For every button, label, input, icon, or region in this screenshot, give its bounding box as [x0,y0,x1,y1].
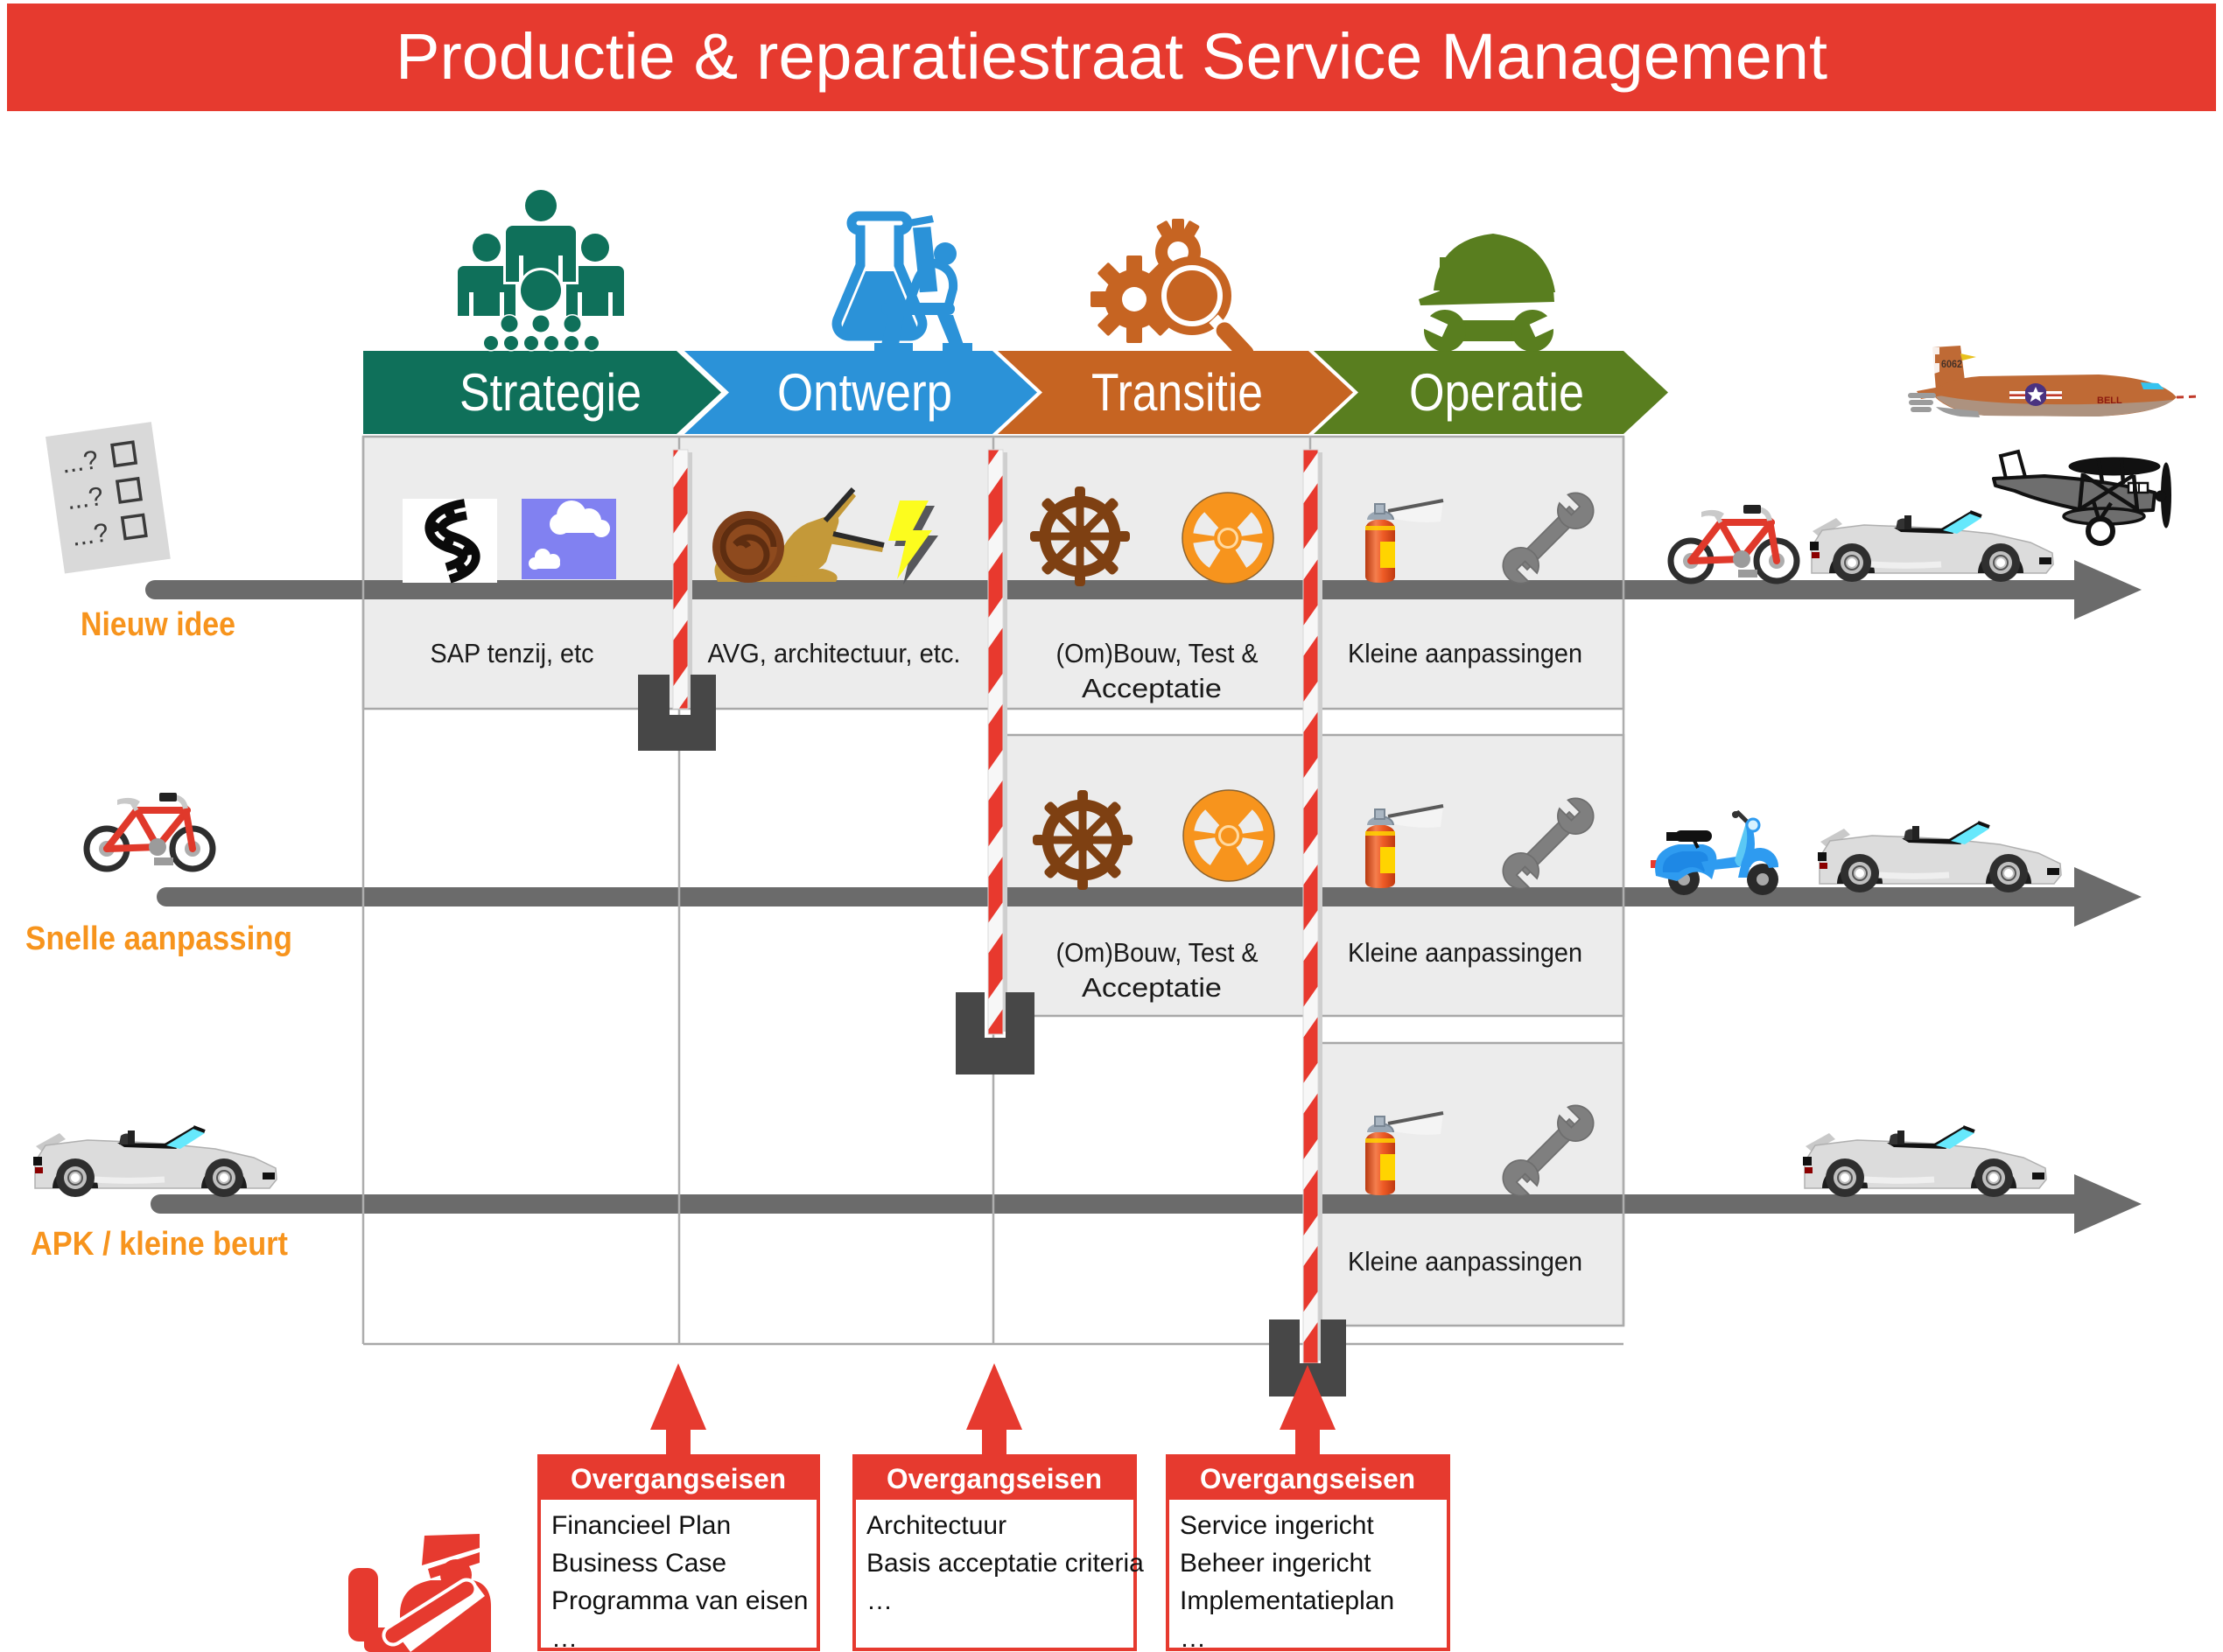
svg-text:...?: ...? [65,482,105,515]
svg-text:Kleine aanpassingen: Kleine aanpassingen [1348,638,1582,668]
svg-text:(Om)Bouw, Test &: (Om)Bouw, Test & [1056,937,1259,968]
svg-text:Snelle aanpassing: Snelle aanpassing [25,920,292,957]
svg-text:...?: ...? [70,518,110,551]
svg-text:Service ingericht: Service ingericht [1180,1511,1374,1540]
svg-text:Productie & reparatiestraat Se: Productie & reparatiestraat Service Mana… [396,20,1827,93]
svg-text:Financieel Plan: Financieel Plan [551,1511,731,1540]
svg-text:Overgangseisen: Overgangseisen [887,1463,1102,1494]
svg-text:Business Case: Business Case [551,1549,726,1578]
svg-text:APK / kleine beurt: APK / kleine beurt [31,1226,288,1263]
svg-text:…: … [866,1586,893,1615]
svg-text:SAP tenzij, etc: SAP tenzij, etc [431,638,594,668]
svg-text:…: … [551,1624,578,1652]
svg-text:Kleine aanpassingen: Kleine aanpassingen [1348,1246,1582,1277]
svg-text:Nieuw idee: Nieuw idee [81,606,235,643]
svg-text:Acceptatie: Acceptatie [1082,673,1222,704]
svg-text:Strategie: Strategie [459,363,642,422]
svg-text:Implementatieplan: Implementatieplan [1180,1586,1394,1615]
svg-text:Beheer ingericht: Beheer ingericht [1180,1549,1371,1578]
svg-text:Overgangseisen: Overgangseisen [1200,1463,1415,1494]
svg-text:Kleine aanpassingen: Kleine aanpassingen [1348,937,1582,968]
svg-text:6062: 6062 [1941,358,1962,370]
svg-text:Acceptatie: Acceptatie [1082,972,1222,1003]
svg-text:(Om)Bouw, Test &: (Om)Bouw, Test & [1056,638,1259,668]
svg-text:...?: ...? [60,445,100,479]
svg-text:Overgangseisen: Overgangseisen [571,1463,786,1494]
svg-text:Architectuur: Architectuur [866,1511,1006,1540]
svg-text:…: … [1180,1624,1206,1652]
svg-text:Basis acceptatie criteria: Basis acceptatie criteria [866,1549,1144,1578]
svg-text:AVG, architectuur, etc.: AVG, architectuur, etc. [708,638,961,668]
svg-text:BELL: BELL [2097,396,2122,406]
svg-text:Ontwerp: Ontwerp [777,363,952,422]
svg-text:Transitie: Transitie [1091,363,1263,422]
svg-text:Programma van eisen: Programma van eisen [551,1586,808,1615]
svg-text:Operatie: Operatie [1409,363,1584,422]
